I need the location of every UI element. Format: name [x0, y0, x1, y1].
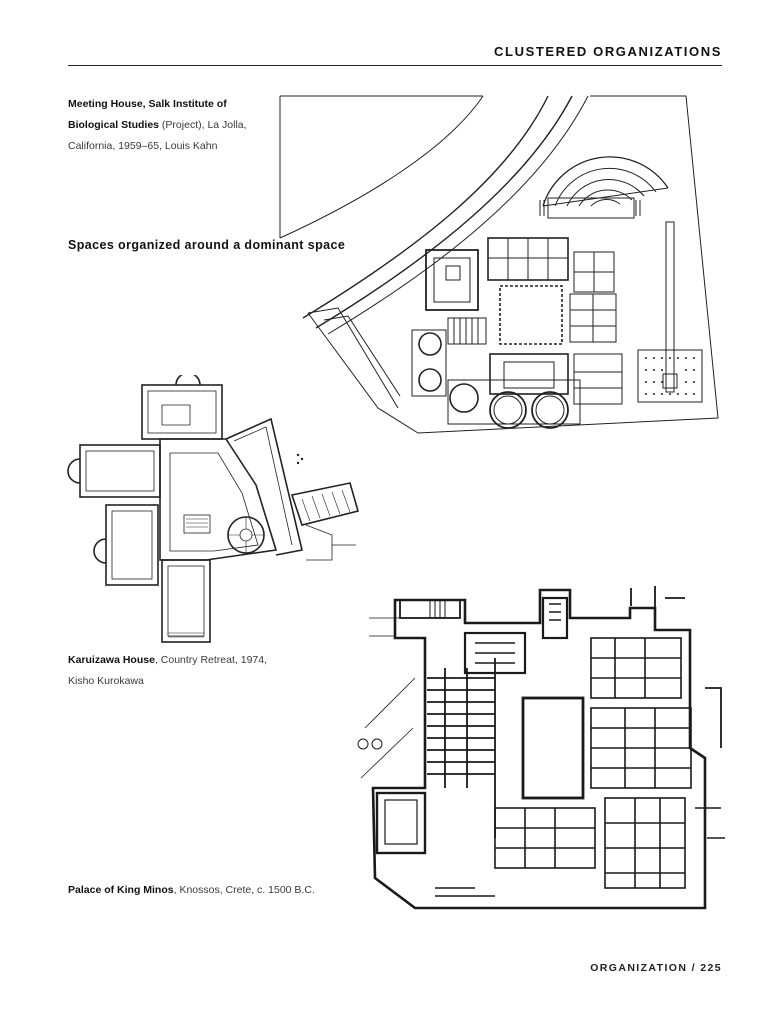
- caption-karuizawa-name: Karuizawa House: [68, 654, 155, 666]
- caption-salk-name: Meeting House, Salk Institute of Biologi…: [68, 98, 227, 131]
- caption-knossos: Palace of King Minos, Knossos, Crete, c.…: [68, 880, 328, 901]
- caption-salk-detail: (Project), La Jolla, California, 1959–65…: [68, 119, 247, 152]
- caption-karuizawa-detail: , Country Retreat, 1974, Kisho Kurokawa: [68, 654, 268, 687]
- caption-knossos-detail: , Knossos, Crete, c. 1500 B.C.: [173, 884, 315, 896]
- caption-salk: Meeting House, Salk Institute of Biologi…: [68, 94, 273, 157]
- section-heading: Spaces organized around a dominant space: [68, 238, 346, 252]
- running-header: CLUSTERED ORGANIZATIONS: [494, 44, 722, 59]
- caption-karuizawa: Karuizawa House, Country Retreat, 1974, …: [68, 650, 288, 692]
- caption-knossos-name: Palace of King Minos: [68, 884, 174, 896]
- plan-palace-of-king-minos: [355, 578, 730, 913]
- header-rule: [68, 65, 722, 66]
- plan-salk-meeting-house: [278, 88, 728, 438]
- plan-karuizawa-house: [66, 375, 366, 650]
- page-folio: ORGANIZATION / 225: [590, 962, 722, 974]
